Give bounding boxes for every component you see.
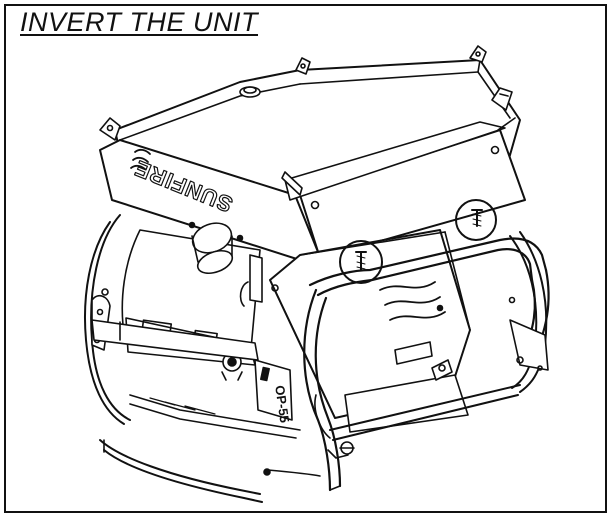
- alternator-block: [269, 229, 471, 433]
- base-frame: [99, 394, 321, 503]
- page-title: INVERT THE UNIT: [20, 7, 259, 37]
- panel-label: OP-55: [272, 384, 292, 423]
- oil-cap: [191, 222, 234, 275]
- front-frame: [91, 237, 550, 492]
- screw-icon: [471, 209, 483, 227]
- screw-right: [455, 199, 497, 241]
- wave-logo-icon: [130, 148, 151, 171]
- callout-circle-icon: [455, 199, 497, 241]
- screw-left: [339, 240, 383, 284]
- top-housing: [99, 45, 526, 261]
- control-panel: OP-55: [254, 359, 293, 424]
- screw-icon: [355, 251, 367, 271]
- callout-circle-icon: [339, 240, 383, 284]
